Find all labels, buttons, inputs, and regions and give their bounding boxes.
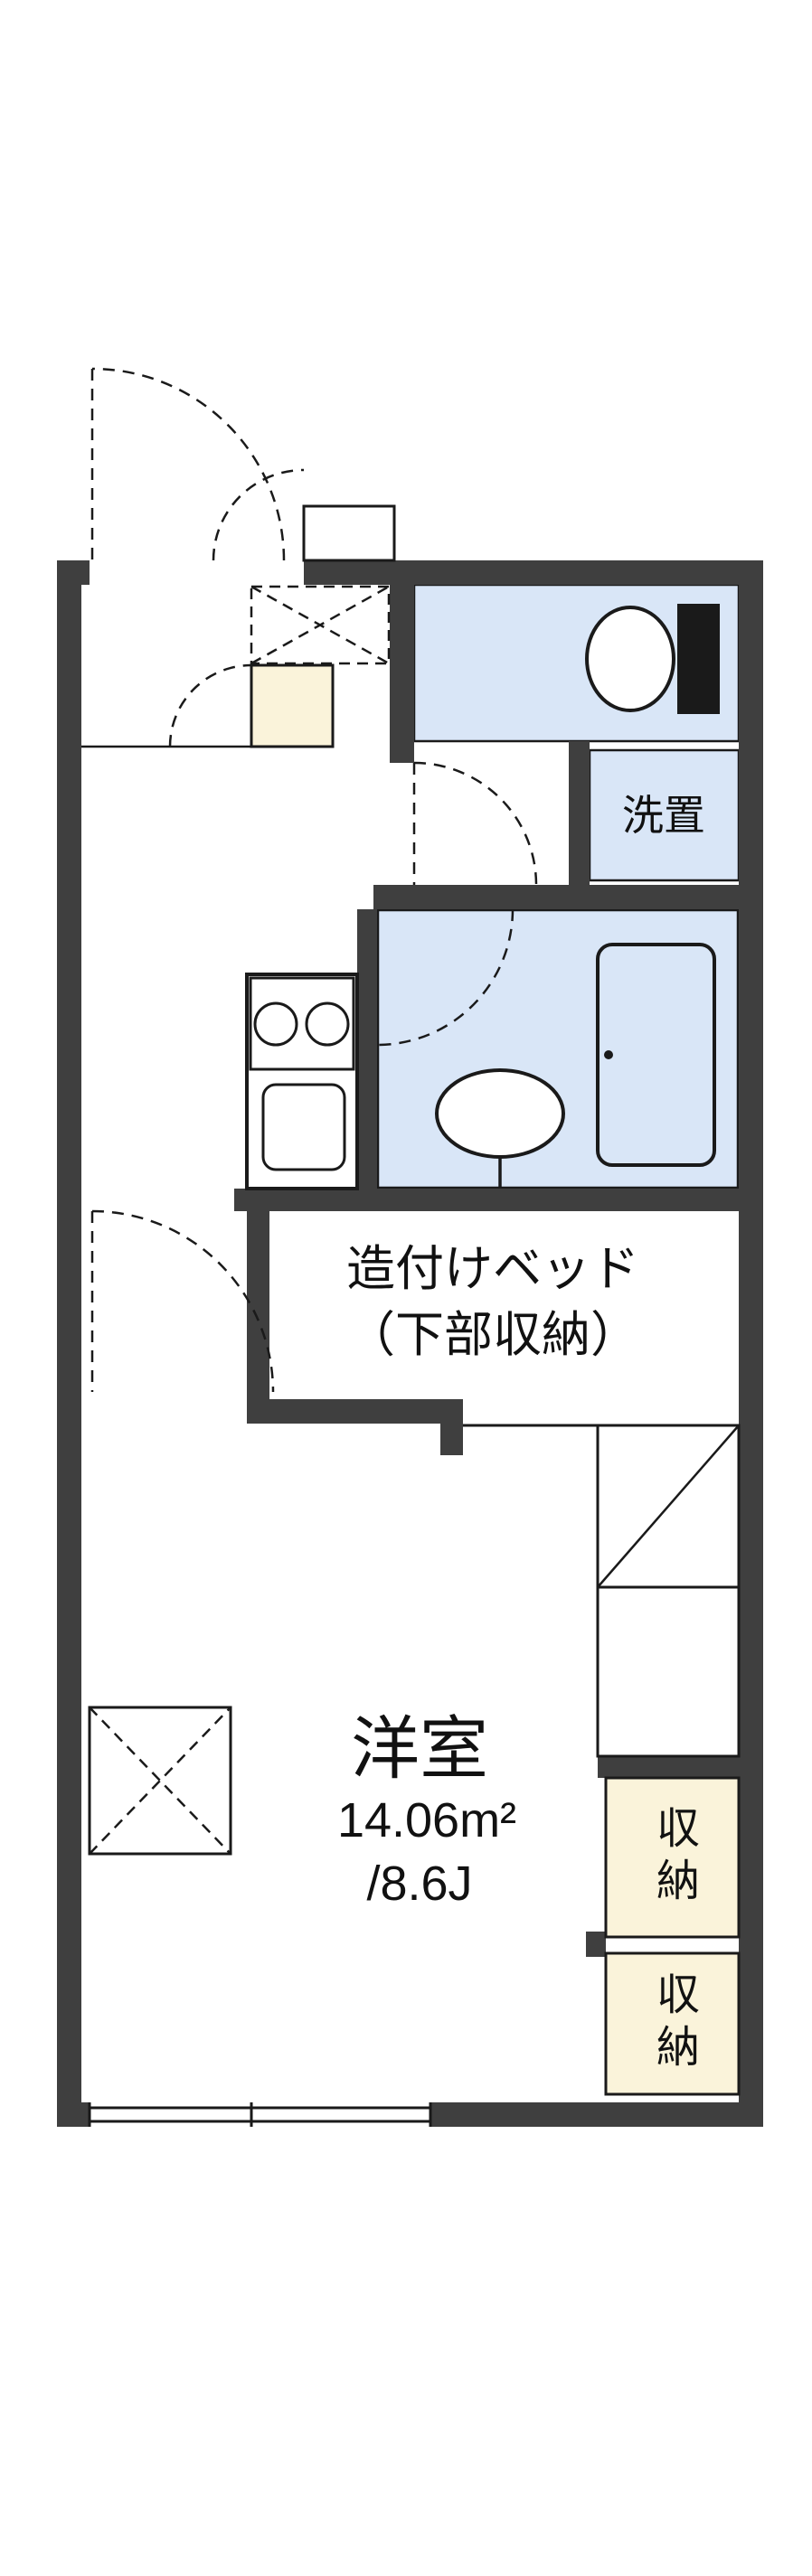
main-room-name: 洋室: [351, 1711, 488, 1788]
storage-upper: [604, 1776, 741, 1939]
entry-meter-box: [302, 504, 396, 562]
overhead-cupboard-diagonal-2: [250, 585, 390, 665]
bathroom: [374, 907, 741, 1191]
washroom-door-arc: [413, 761, 538, 886]
storage-upper-label: 収納: [649, 1805, 697, 1910]
closet-upper-diagonal: [597, 1424, 740, 1588]
bathtub: [596, 943, 716, 1167]
wall-bed-left: [247, 1211, 269, 1399]
wall-storage-mid-stub: [586, 1932, 606, 1957]
bay-counter-diagonal-2: [89, 1706, 231, 1855]
entry-door-swing-arc: [91, 367, 286, 561]
laundry-label: 洗置: [622, 792, 705, 839]
wall-bed-bottom: [247, 1399, 463, 1424]
stove-burner-left: [253, 1001, 298, 1047]
wash-basin: [435, 1068, 565, 1159]
shoe-cabinet-door-arc: [168, 663, 252, 747]
main-room-door-arc: [91, 1209, 275, 1393]
wall-bathroom-left: [357, 909, 377, 1189]
shoe-cabinet: [250, 663, 335, 748]
built-in-bed-label-line1: 造付けベッド: [346, 1242, 639, 1296]
toilet-tank: [677, 604, 720, 714]
wall-top-main: [304, 560, 763, 585]
wall-laundry-left: [569, 741, 590, 885]
kitchen-unit: [245, 973, 359, 1190]
bathtub-drain-dot: [604, 1050, 613, 1059]
wall-right: [739, 560, 763, 2127]
main-room-area-tatami: /8.6J: [366, 1857, 473, 1911]
toilet-bowl: [585, 606, 675, 712]
storage-lower: [604, 1951, 741, 2096]
kitchen-sink: [261, 1083, 346, 1171]
wall-storage-top: [598, 1756, 739, 1778]
entry-child-door-arc: [212, 468, 305, 561]
wall-top-left-stub: [57, 560, 90, 585]
window-band: [90, 2102, 430, 2127]
built-in-bed-label-line2: （下部収納）: [346, 1308, 639, 1362]
wall-toilet-left: [390, 560, 414, 763]
bathroom-door-arc: [376, 908, 515, 1047]
bay-counter-diagonal-1: [89, 1706, 231, 1855]
laundry-area: [588, 748, 741, 882]
storage-lower-label: 収納: [649, 1971, 697, 2076]
stove-top: [249, 976, 355, 1071]
wall-above-bathroom: [373, 885, 763, 909]
closet-lower: [596, 1585, 741, 1758]
overhead-cupboard: [250, 585, 391, 665]
stove-burner-right: [305, 1001, 350, 1047]
wall-left: [57, 560, 81, 2127]
wall-bed-top: [234, 1189, 763, 1211]
wall-bed-stub: [440, 1424, 463, 1455]
main-room-area-sqm: 14.06m²: [336, 1793, 517, 1847]
